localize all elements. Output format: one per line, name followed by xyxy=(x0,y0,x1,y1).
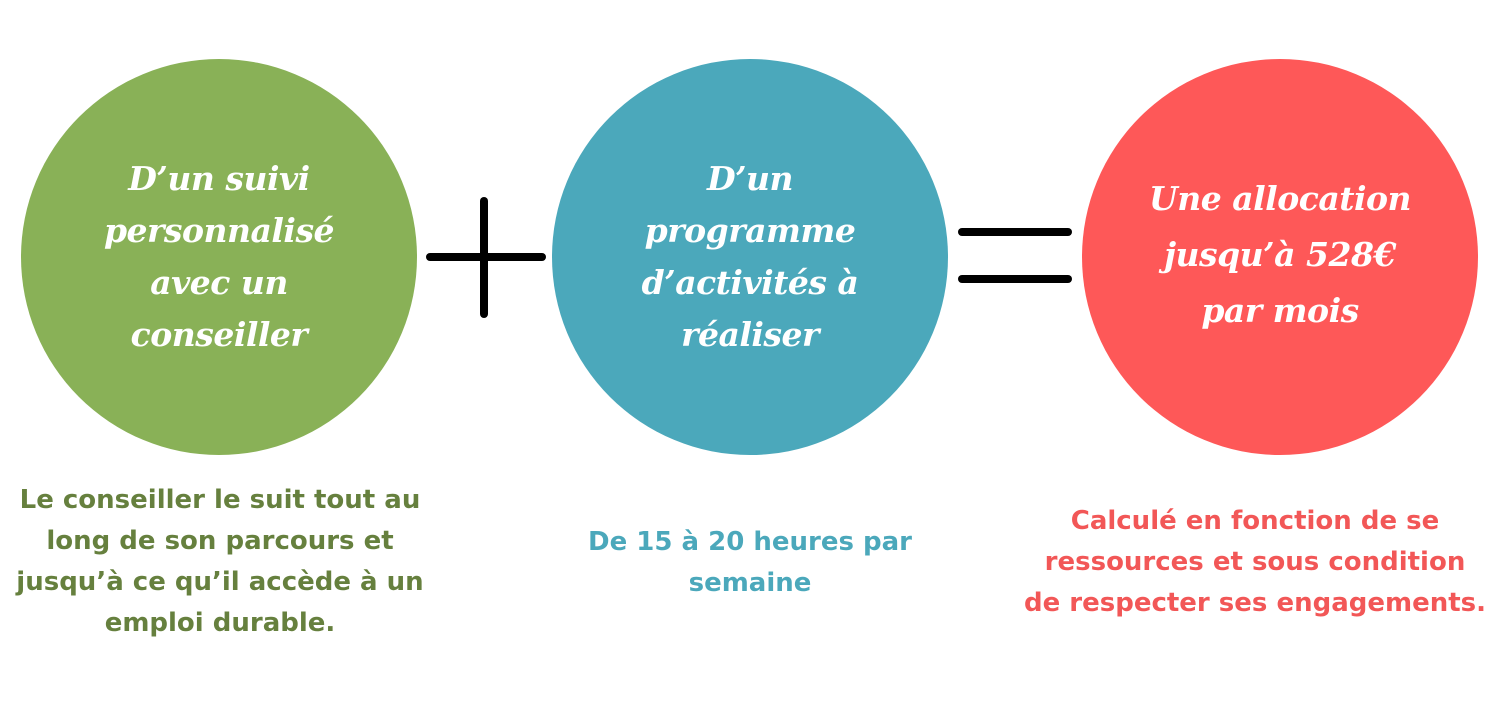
circle-allocation: Une allocation jusqu’à 528€ par mois xyxy=(1082,59,1478,455)
description-1-line-3: jusqu’à ce qu’il accède à un xyxy=(16,567,424,597)
circle-2-line-2: programme xyxy=(644,211,856,250)
circle-1-line-1: D’un suivi xyxy=(128,159,310,198)
description-3-line-1: Calculé en fonction de se xyxy=(1070,506,1440,536)
description-1-line-4: emploi durable. xyxy=(104,608,336,638)
circle-3-line-3: par mois xyxy=(1201,291,1359,330)
description-programme: De 15 à 20 heures par semaine xyxy=(530,522,970,604)
equals-icon-bottom-bar xyxy=(958,275,1072,283)
description-2-line-2: semaine xyxy=(688,568,812,598)
circle-2-line-1: D’un xyxy=(706,159,794,198)
circle-suivi-personnalise: D’un suivi personnalisé avec un conseill… xyxy=(21,59,417,455)
description-3-line-2: ressources et sous condition xyxy=(1044,547,1466,577)
description-1-line-1: Le conseiller le suit tout au xyxy=(19,485,421,515)
circle-1-line-4: conseiller xyxy=(130,315,308,354)
description-allocation: Calculé en fonction de se ressources et … xyxy=(1020,501,1490,624)
circle-1-line-3: avec un xyxy=(150,263,288,302)
equals-icon-top-bar xyxy=(958,228,1072,236)
circle-3-line-2: jusqu’à 528€ xyxy=(1164,235,1396,274)
description-2-line-1: De 15 à 20 heures par xyxy=(588,527,912,557)
circle-2-line-4: réaliser xyxy=(681,315,819,354)
circle-3-line-1: Une allocation xyxy=(1149,179,1411,218)
description-3-line-3: de respecter ses engagements. xyxy=(1023,588,1487,618)
description-suivi: Le conseiller le suit tout au long de so… xyxy=(0,480,440,644)
description-1-line-2: long de son parcours et xyxy=(46,526,394,556)
circle-1-line-2: personnalisé xyxy=(103,211,335,250)
circle-programme-activites: D’un programme d’activités à réaliser xyxy=(552,59,948,455)
circle-2-line-3: d’activités à xyxy=(641,263,859,302)
plus-icon-vertical-bar xyxy=(480,197,488,318)
